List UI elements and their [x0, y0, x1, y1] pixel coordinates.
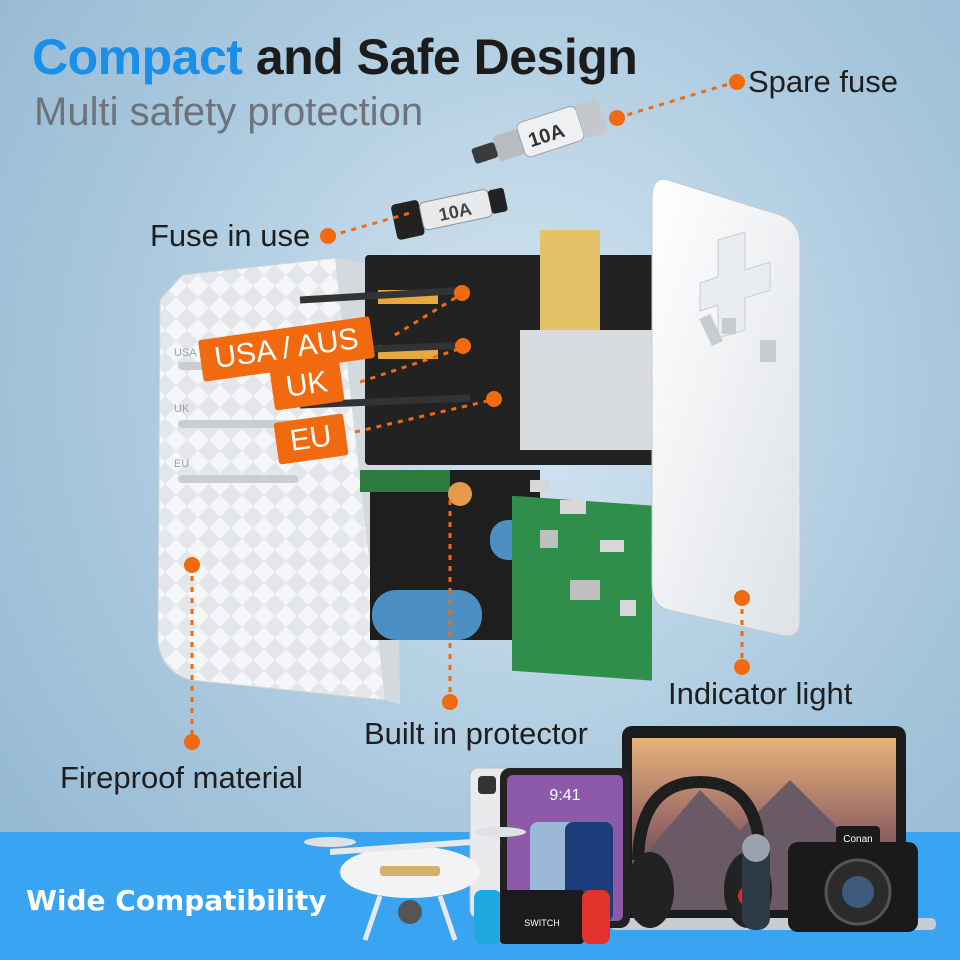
shell-label-uk: UK	[174, 403, 190, 415]
internal-mechanism	[299, 230, 665, 681]
callout-fireproof-material: Fireproof material	[60, 760, 303, 795]
shaver	[742, 834, 770, 930]
callout-dots	[184, 74, 750, 750]
tablet-time: 9:41	[549, 787, 580, 804]
callout-built-in-protector: Built in protector	[364, 716, 588, 751]
console-brand: SWITCH	[524, 918, 560, 928]
callout-fuse-in-use: Fuse in use	[150, 218, 311, 253]
fuse-in-use: 10A	[391, 187, 508, 240]
camera-brand: Conan	[843, 834, 872, 845]
title-rest: and Safe Design	[242, 29, 638, 85]
title-accent: Compact	[32, 29, 243, 85]
callout-indicator-light: Indicator light	[668, 676, 853, 711]
game-console: SWITCH	[474, 890, 610, 944]
spare-fuse: 10A	[471, 98, 608, 164]
shell-label-usa: USA	[174, 347, 197, 359]
page-title: Compact and Safe Design	[32, 28, 638, 86]
page-subtitle: Multi safety protection	[34, 90, 424, 134]
circuit-board	[512, 480, 652, 681]
camera: Conan	[788, 826, 918, 932]
drone	[304, 827, 526, 941]
callout-leaders	[190, 80, 744, 742]
shell-label-eu: EU	[174, 458, 189, 470]
callout-spare-fuse: Spare fuse	[748, 64, 898, 99]
faceplate	[651, 178, 801, 637]
wide-compatibility-label: Wide Compatibility	[26, 884, 327, 917]
